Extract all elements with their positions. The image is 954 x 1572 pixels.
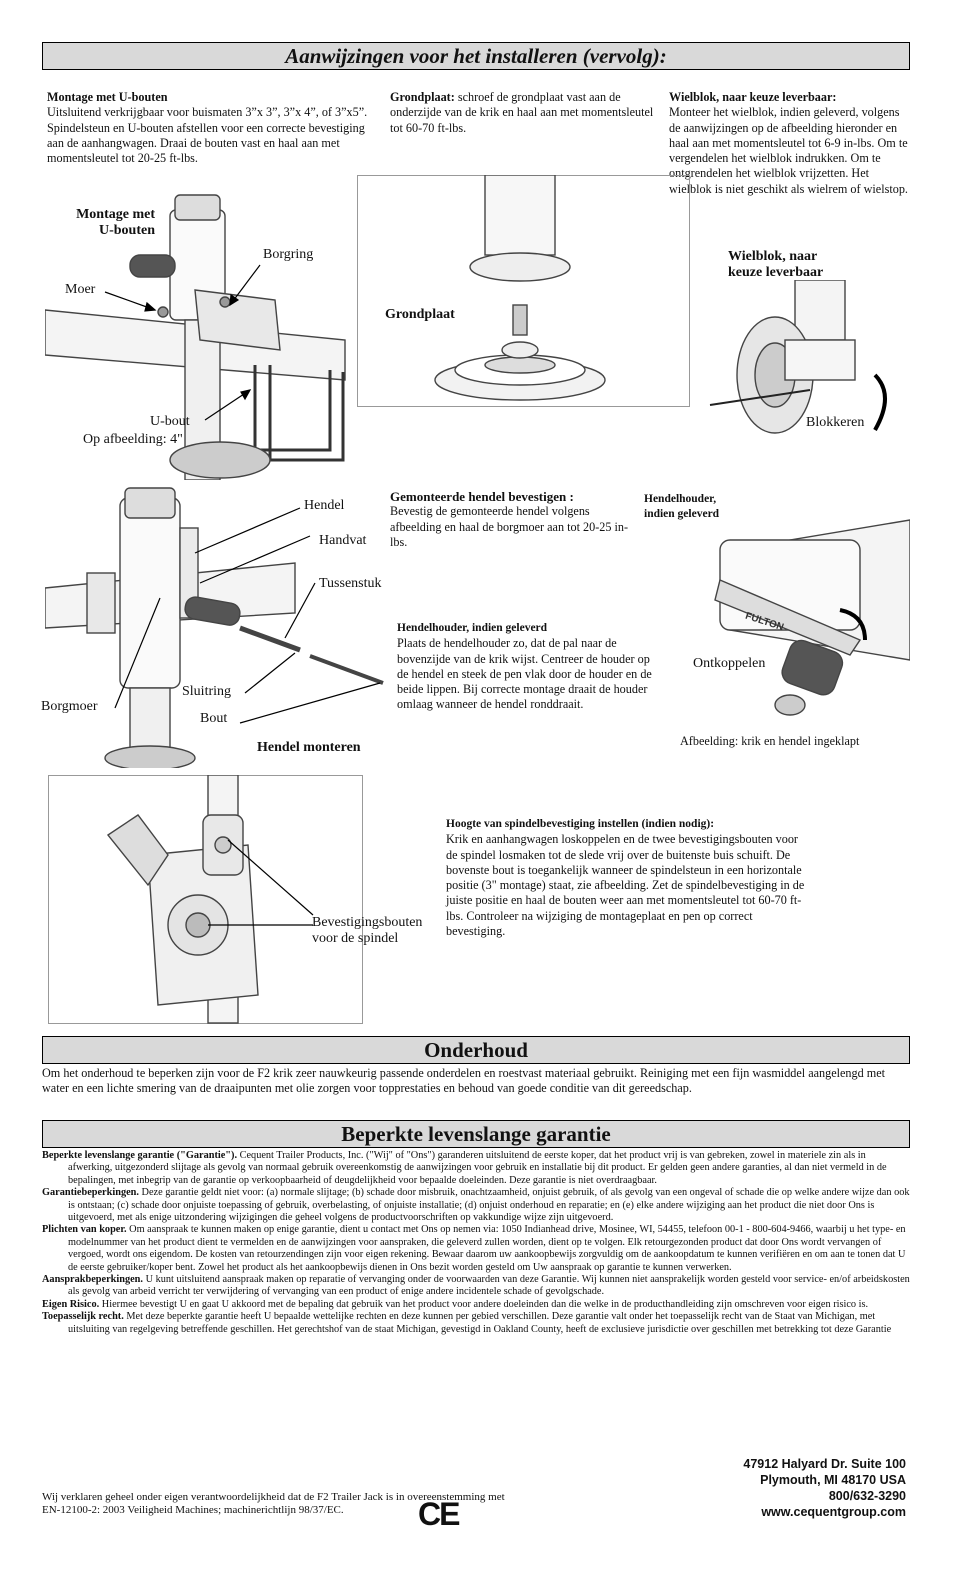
garantie-paragraph: Toepasselijk recht. Met deze beperkte ga… — [42, 1311, 910, 1336]
garantie-paragraph: Garantiebeperkingen. Deze garantie geldt… — [42, 1187, 910, 1224]
address-line2: Plymouth, MI 48170 USA — [760, 1473, 906, 1487]
label-grondplaat: Grondplaat — [385, 307, 455, 322]
garantie-paragraph: Aansprakbeperkingen. U kunt uitsluitend … — [42, 1274, 910, 1299]
label-bout: Bout — [200, 711, 228, 726]
garantie-paragraph-head: Eigen Risico. — [42, 1298, 100, 1310]
garantie-paragraph-body: Hiermee bevestigt U en gaat U akkoord me… — [99, 1298, 869, 1310]
garantie-paragraph-body: Deze garantie geldt niet voor: (a) norma… — [68, 1187, 910, 1224]
spindel-heading: Hoogte van spindelbevestiging instellen … — [446, 818, 715, 830]
wielblok-label-line2: keuze leverbaar — [728, 265, 824, 280]
address: 47912 Halyard Dr. Suite 100 Plymouth, MI… — [743, 1456, 906, 1520]
ubolt-fig-title-line1: Montage met — [76, 207, 155, 222]
ubolt-figure — [45, 194, 346, 480]
garantie-paragraph-body: Met deze beperkte garantie heeft U bepaa… — [68, 1311, 892, 1335]
grondplaat-section: Grondplaat: schroef de grondplaat vast a… — [390, 90, 660, 136]
label-handvat: Handvat — [319, 533, 367, 548]
declaration-line2: EN-12100-2: 2003 Veiligheid Machines; ma… — [42, 1504, 344, 1516]
onderhoud-title: Onderhoud — [42, 1036, 910, 1064]
website-link[interactable]: www.cequentgroup.com — [761, 1505, 906, 1519]
holder-fig-title: Hendelhouder, indien geleverd — [644, 492, 719, 522]
label-hendel: Hendel — [304, 498, 345, 513]
hendel-caption: Hendel monteren — [257, 740, 361, 755]
label-moer: Moer — [65, 282, 96, 297]
spindel-label-line2: voor de spindel — [312, 931, 399, 946]
spindel-label-line1: Bevestigingsbouten — [312, 915, 423, 930]
ubolt-heading: Montage met U-bouten — [47, 90, 168, 104]
spindel-label: Bevestigingsbouten voor de spindel — [312, 915, 422, 947]
holder-fig-caption: Afbeelding: krik en hendel ingeklapt — [680, 734, 860, 748]
label-borgring: Borgring — [263, 247, 314, 262]
ubolt-section: Montage met U-bouten Uitsluitend verkrij… — [47, 90, 382, 166]
wielblok-fig-title: Wielblok, naar keuze leverbaar — [728, 249, 823, 281]
garantie-paragraph: Eigen Risico. Hiermee bevestigt U en gaa… — [42, 1299, 910, 1311]
label-blokkeren: Blokkeren — [806, 415, 865, 430]
grondplaat-heading: Grondplaat: — [390, 90, 455, 104]
wielblok-label-line1: Wielblok, naar — [728, 249, 818, 264]
garantie-paragraph: Beperkte levenslange garantie ("Garantie… — [42, 1150, 910, 1187]
garantie-paragraph-body: Om aanspraak te kunnen maken op enige ga… — [68, 1224, 906, 1273]
garantie-title: Beperkte levenslange garantie — [42, 1120, 910, 1148]
declaration: Wij verklaren geheel onder eigen verantw… — [42, 1491, 505, 1517]
label-ontkoppelen: Ontkoppelen — [693, 656, 766, 671]
phone: 800/632-3290 — [828, 1489, 906, 1503]
ubolt-fig-title: Montage met U-bouten — [67, 207, 155, 239]
holder-figure: FULTON — [714, 519, 910, 716]
wielblok-text: Monteer het wielblok, indien geleverd, v… — [669, 105, 908, 196]
holder-section: Hendelhouder, indien geleverd Plaats de … — [397, 621, 662, 713]
ubolt-fig-title-line2: U-bouten — [98, 223, 155, 238]
garantie-paragraph-head: Beperkte levenslange garantie ("Garantie… — [42, 1150, 238, 1161]
holder-text: Plaats de hendelhouder zo, dat de pal na… — [397, 636, 652, 712]
onderhoud-text: Om het onderhoud te beperken zijn voor d… — [42, 1066, 886, 1096]
holder-label-line2: indien geleverd — [644, 508, 720, 520]
garantie-paragraph-body: U kunt uitsluitend aanspraak maken op re… — [68, 1274, 910, 1298]
hendel-figure — [45, 487, 384, 768]
hendel-section: Gemonteerde hendel bevestigen : Bevestig… — [390, 489, 635, 550]
grondplaat-text: schroef de grondplaat vast aan de onderz… — [390, 90, 654, 135]
garantie-paragraph-head: Toepasselijk recht. — [42, 1311, 124, 1323]
holder-heading: Hendelhouder, indien geleverd — [397, 622, 548, 634]
ubolt-text: Uitsluitend verkrijgbaar voor buismaten … — [47, 105, 368, 166]
label-ubout: U-bout — [150, 414, 190, 429]
garantie-body: Beperkte levenslange garantie ("Garantie… — [42, 1150, 910, 1336]
label-tussenstuk: Tussenstuk — [319, 576, 382, 591]
garantie-paragraph-head: Garantiebeperkingen. — [42, 1187, 139, 1199]
garantie-paragraph-body: Cequent Trailer Products, Inc. ("Wij" of… — [68, 1150, 887, 1186]
grondplaat-figure — [357, 175, 690, 407]
wielblok-figure — [709, 280, 887, 434]
garantie-paragraph-head: Plichten van koper. — [42, 1224, 127, 1236]
wielblok-section: Wielblok, naar keuze leverbaar: Monteer … — [669, 90, 914, 197]
holder-label-line1: Hendelhouder, — [644, 493, 717, 505]
spindel-text: Krik en aanhangwagen loskoppelen en de t… — [446, 832, 805, 939]
garantie-paragraph: Plichten van koper. Om aanspraak te kunn… — [42, 1224, 910, 1274]
spindel-section: Hoogte van spindelbevestiging instellen … — [446, 817, 811, 939]
wielblok-heading: Wielblok, naar keuze leverbaar: — [669, 90, 837, 104]
hendel-heading: Gemonteerde hendel bevestigen : — [390, 489, 574, 504]
label-sluitring: Sluitring — [182, 684, 232, 699]
hendel-text: Bevestig de gemonteerde hendel volgens a… — [390, 504, 629, 549]
declaration-line1: Wij verklaren geheel onder eigen verantw… — [42, 1491, 505, 1503]
label-borgmoer: Borgmoer — [41, 699, 98, 714]
address-line1: 47912 Halyard Dr. Suite 100 — [743, 1457, 906, 1471]
ce-mark: CE — [418, 1496, 460, 1532]
spindel-figure — [48, 775, 363, 1024]
page-title: Aanwijzingen voor het installeren (vervo… — [42, 42, 910, 70]
garantie-paragraph-head: Aansprakbeperkingen. — [42, 1274, 143, 1286]
label-afbeelding: Op afbeelding: 4" — [83, 432, 183, 447]
